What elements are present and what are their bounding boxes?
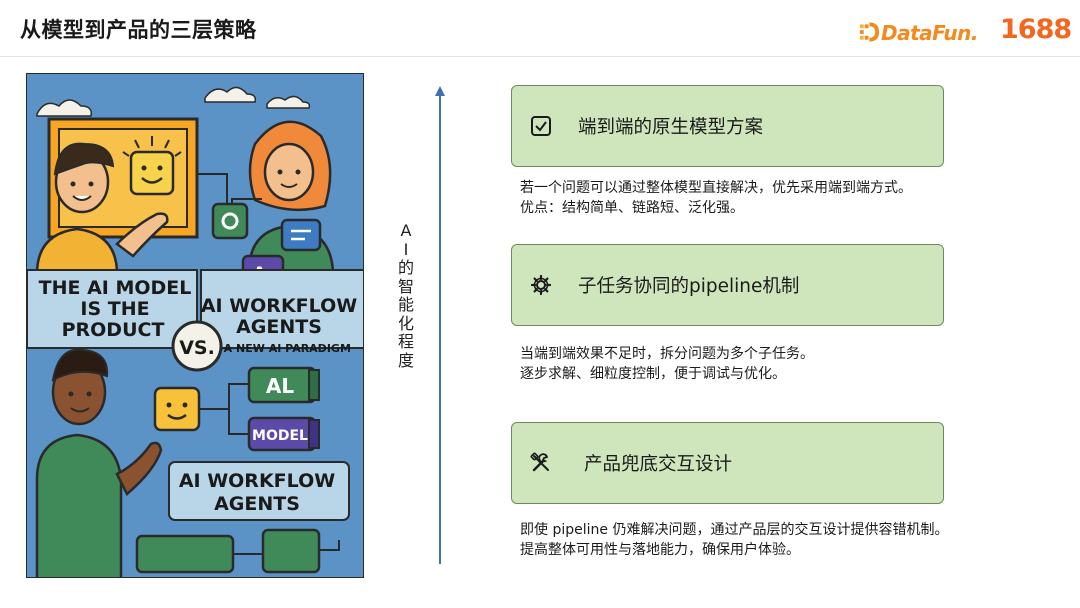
- strategy-box-pipeline: 子任务协同的pipeline机制: [511, 244, 944, 326]
- datafun-wordmark: DataFun.: [881, 21, 978, 45]
- poster-block-model: MODEL: [252, 428, 308, 444]
- strategy-desc-fallback-ux: 即使 pipeline 仍难解决问题，通过产品层的交互设计提供容错机制。 提高整…: [520, 520, 948, 560]
- ai-workflow-poster: A: THE AI MODEL IS THE PRODUCT AI WORKFL…: [26, 73, 364, 578]
- poster-left-caption-3: PRODUCT: [62, 319, 165, 341]
- header-divider: [0, 56, 1080, 57]
- poster-bottom-caption-2: AGENTS: [214, 493, 300, 515]
- poster-vs: VS.: [179, 337, 215, 359]
- axis-label-char: 程: [397, 332, 414, 351]
- poster-block-al: AL: [266, 374, 294, 398]
- poster-right-caption-1: AI WORKFLOW: [201, 295, 357, 317]
- 1688-logo: 1688: [1000, 14, 1072, 45]
- axis-label-char: 度: [397, 350, 414, 370]
- axis-label-char: 的: [397, 258, 414, 277]
- axis-label-char: 智: [397, 276, 414, 296]
- poster-left-caption-1: THE AI MODEL: [39, 277, 192, 299]
- gear-icon: [530, 274, 552, 296]
- desc-line: 当端到端效果不足时，拆分问题为多个子任务。: [520, 346, 814, 362]
- poster-illustration: A: THE AI MODEL IS THE PRODUCT AI WORKFL…: [27, 74, 363, 577]
- page-title: 从模型到产品的三层策略: [20, 18, 257, 42]
- datafun-mark-icon: [859, 22, 880, 42]
- desc-line: 若一个问题可以通过整体模型直接解决，优先采用端到端方式。: [520, 180, 912, 196]
- strategy-desc-end-to-end: 若一个问题可以通过整体模型直接解决，优先采用端到端方式。 优点：结构简单、链路短…: [520, 178, 912, 218]
- tools-icon: [530, 452, 549, 472]
- axis-label-char: 化: [397, 313, 414, 333]
- intelligence-axis-arrow: [435, 86, 445, 564]
- strategy-box-end-to-end: 端到端的原生模型方案: [511, 85, 944, 167]
- axis-label-char: 能: [397, 295, 414, 314]
- checkbox-icon: [531, 116, 551, 136]
- strategy-desc-pipeline: 当端到端效果不足时，拆分问题为多个子任务。 逐步求解、细粒度控制，便于调试与优化…: [520, 344, 814, 384]
- axis-label-char: A: [400, 221, 412, 240]
- desc-line: 优点：结构简单、链路短、泛化强。: [520, 200, 744, 216]
- desc-line: 逐步求解、细粒度控制，便于调试与优化。: [520, 366, 786, 382]
- poster-left-caption-2: IS THE: [80, 298, 149, 320]
- strategy-title: 子任务协同的pipeline机制: [578, 276, 800, 297]
- strategy-title: 产品兜底交互设计: [584, 454, 733, 475]
- strategy-title: 端到端的原生模型方案: [578, 117, 764, 138]
- desc-line: 即使 pipeline 仍难解决问题，通过产品层的交互设计提供容错机制。: [520, 522, 949, 538]
- axis-label: A I 的 智 能 化 程 度: [396, 221, 416, 370]
- poster-right-caption-2: AGENTS: [236, 316, 322, 338]
- desc-line: 提高整体可用性与落地能力，确保用户体验。: [520, 542, 800, 558]
- datafun-logo: DataFun.: [858, 16, 978, 50]
- poster-right-subcaption: -A NEW AI PARADIGM: [219, 342, 351, 355]
- axis-label-char: I: [403, 239, 409, 259]
- strategy-box-fallback-ux: 产品兜底交互设计: [511, 422, 944, 504]
- poster-bottom-caption-1: AI WORKFLOW: [179, 470, 335, 492]
